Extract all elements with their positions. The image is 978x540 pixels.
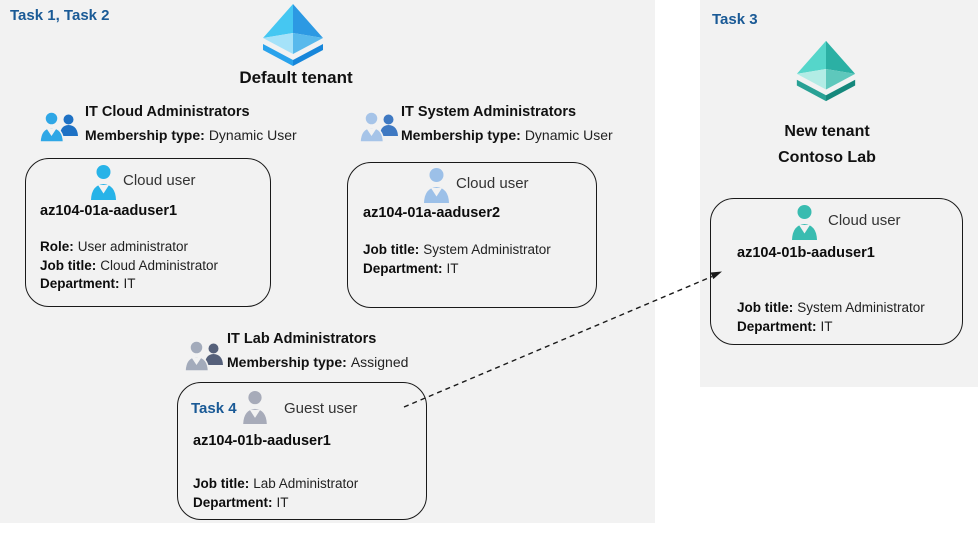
person-icon-gray — [240, 390, 270, 424]
membership-label: Membership type: — [85, 127, 205, 143]
card-field: Role:User administrator — [40, 239, 189, 254]
person-icon-cyan — [90, 164, 117, 200]
membership-label: Membership type: — [401, 127, 521, 143]
task-3-label: Task 3 — [712, 11, 758, 28]
group-3-name: IT Lab Administrators — [227, 331, 377, 347]
card-field: Job title:System Administrator — [737, 300, 925, 315]
card-field: Department:IT — [737, 318, 833, 334]
new-tenant-title-line2: Contoso Lab — [778, 149, 876, 166]
user-name: az104-01b-aaduser1 — [737, 245, 875, 261]
user-type-label: Cloud user — [123, 172, 196, 189]
cloud-user-card-3: Cloud user az104-01b-aaduser1 Job title:… — [710, 198, 963, 345]
cloud-user-card-2: Cloud user az104-01a-aaduser2 Job title:… — [347, 162, 597, 308]
default-tenant-title: Default tenant — [239, 68, 353, 87]
default-tenant-panel — [0, 0, 655, 523]
card-field: Job title:Cloud Administrator — [40, 257, 219, 273]
azure-tenant-pyramid-icon-blue — [257, 2, 329, 66]
azure-tenant-pyramid-icon-teal — [791, 37, 861, 103]
user-group-icon-softblue — [360, 110, 398, 143]
task-4-label: Task 4 — [191, 400, 237, 417]
person-icon-teal — [791, 204, 818, 240]
card-field: Job title:Lab Administrator — [193, 476, 359, 491]
group-2-name: IT System Administrators — [401, 104, 577, 120]
user-group-icon-gray — [185, 339, 223, 372]
membership-value: Dynamic User — [524, 127, 613, 143]
guest-user-card: Task 4 Guest user az104-01b-aaduser1 Job… — [177, 382, 427, 520]
card-field: Department:IT — [40, 276, 136, 291]
user-type-label: Cloud user — [456, 175, 529, 192]
user-type-label: Cloud user — [828, 212, 901, 229]
user-name: az104-01a-aaduser2 — [363, 205, 501, 221]
task-1-2-label: Task 1, Task 2 — [10, 7, 110, 24]
membership-value: Dynamic User — [208, 127, 297, 143]
group-2-membership: Membership type:Dynamic User — [401, 127, 613, 143]
group-3-membership: Membership type:Assigned — [227, 354, 408, 370]
user-name: az104-01b-aaduser1 — [193, 433, 331, 449]
user-name: az104-01a-aaduser1 — [40, 203, 178, 219]
user-type-label: Guest user — [284, 400, 358, 417]
membership-value: Assigned — [350, 354, 409, 370]
card-field: Job title:System Administrator — [363, 242, 551, 257]
card-field: Department:IT — [193, 494, 289, 510]
card-field: Department:IT — [363, 260, 459, 276]
membership-label: Membership type: — [227, 354, 347, 370]
cloud-user-card-1: Cloud user az104-01a-aaduser1 Role:User … — [25, 158, 271, 307]
user-group-icon-blue — [40, 110, 78, 143]
group-1-name: IT Cloud Administrators — [85, 104, 250, 120]
group-1-membership: Membership type:Dynamic User — [85, 127, 297, 143]
new-tenant-title-line1: New tenant — [784, 123, 870, 140]
person-icon-softblue — [423, 167, 450, 203]
